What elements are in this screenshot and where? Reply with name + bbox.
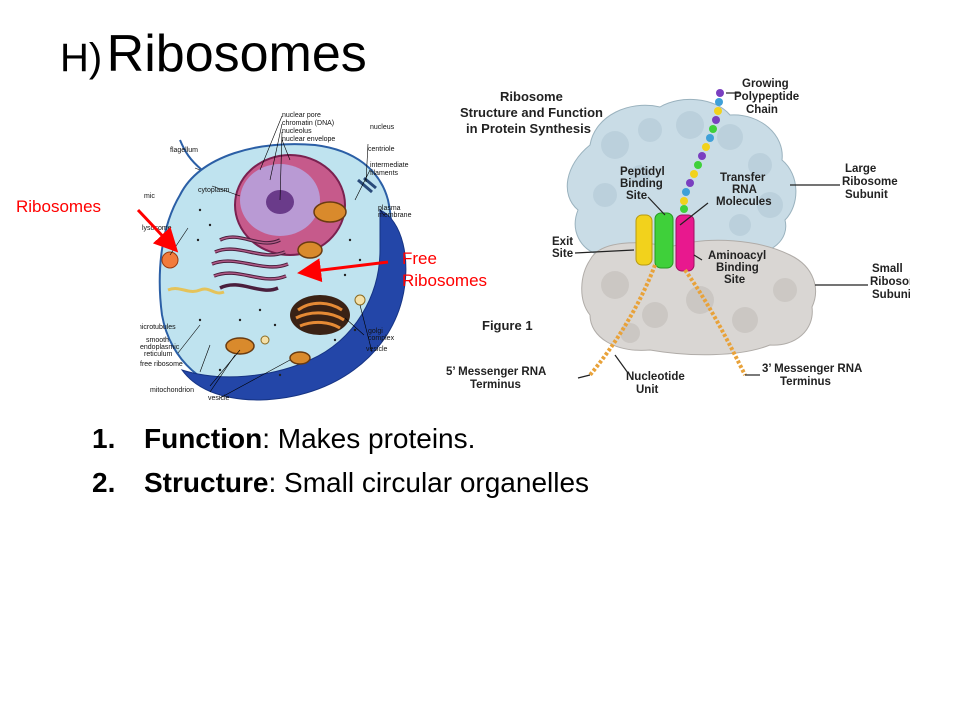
label-centriole: centriole	[368, 146, 395, 153]
label-five-1: 5’ Messenger RNA	[446, 366, 546, 378]
free-ribosome-dots	[196, 208, 362, 377]
label-peptidyl-1: Peptidyl	[620, 166, 665, 178]
label-free-ribosome: free ribosome	[140, 361, 183, 368]
ribosome-leader-lines	[574, 92, 868, 379]
title-main: Ribosomes	[106, 25, 367, 83]
ribosome-illustration: Ribosome Structure and Function in Prote…	[446, 78, 910, 396]
rough-er-fill	[211, 236, 289, 280]
point-structure: 2. Structure: Small circular organelles	[92, 469, 589, 497]
slide-title: H) Ribosomes	[60, 28, 367, 80]
lysosome-shape	[161, 251, 179, 269]
point-number: 2.	[92, 467, 116, 498]
label-nuclear-pore: nuclear pore	[282, 112, 321, 119]
label-nucleus: nucleus	[370, 124, 395, 131]
label-transfer-1: Transfer	[720, 172, 766, 184]
label-nucleo-2: Unit	[636, 384, 659, 396]
label-nuclear-envelope: nuclear envelope	[282, 136, 335, 143]
label-large-3: Subunit	[845, 189, 888, 201]
small-subunit-texture	[601, 271, 797, 343]
label-nucleolus: nucleolus	[282, 128, 312, 135]
label-amino-3: Site	[724, 274, 745, 286]
ribosome-diagram: Ribosome Structure and Function in Prote…	[440, 75, 910, 420]
label-peptidyl-3: Site	[626, 190, 647, 202]
label-plasma: plasma	[378, 205, 401, 212]
label-figure: Figure 1	[482, 318, 533, 333]
free-ribosomes-callout-line2: Ribosomes	[402, 271, 488, 291]
label-vesicle-bottom: vesicle	[208, 395, 230, 402]
label-filaments: filaments	[370, 170, 399, 177]
smooth-er-shape	[167, 287, 225, 295]
label-vesicle-right: vesicle	[366, 346, 388, 353]
key-points-list: 1. Function: Makes proteins. 2. Structure:…	[92, 425, 589, 513]
label-cytoplasm: cytoplasm	[198, 187, 230, 194]
ribosome-heading-3: in Protein Synthesis	[466, 121, 591, 136]
title-prefix: H)	[60, 36, 103, 80]
label-small-3: Subunit	[872, 289, 910, 301]
flagellum-shape	[179, 139, 203, 171]
label-mitochondrion: mitochondrion	[150, 387, 194, 394]
label-transfer-3: Molecules	[716, 196, 772, 208]
ribosome-heading-2: Structure and Function	[460, 105, 603, 120]
label-endoplasmic: endoplasmic	[140, 344, 180, 351]
free-ribosomes-callout-line1: Free	[402, 249, 437, 268]
label-membrane: membrane	[378, 212, 412, 219]
point-text: : Makes proteins.	[262, 423, 476, 454]
label-peptidyl-2: Binding	[620, 178, 663, 190]
point-term: Structure	[144, 467, 269, 498]
label-reticulum: reticulum	[144, 351, 173, 358]
point-text: : Small circular organelles	[268, 467, 590, 498]
label-exit-1: Exit	[552, 236, 573, 248]
label-chromatin: chromatin (DNA)	[282, 120, 334, 127]
label-small-2: Ribosome	[870, 276, 910, 288]
point-function: 1. Function: Makes proteins.	[92, 425, 589, 453]
nucleolus-shape	[266, 190, 294, 214]
point-term: Function	[144, 423, 263, 454]
label-five-2: Terminus	[470, 379, 521, 391]
label-amino-2: Binding	[716, 262, 759, 274]
label-intermediate: intermediate	[370, 162, 409, 169]
label-microtubules: microtubules	[140, 324, 176, 331]
label-mic: mic	[144, 193, 155, 200]
large-subunit-texture	[593, 111, 783, 236]
label-leader-lines	[169, 115, 385, 399]
animal-cell-diagram: nuclear pore chromatin (DNA) nucleolus n…	[140, 100, 440, 410]
vesicle-shape-2	[260, 335, 270, 345]
trna-molecules	[635, 212, 695, 272]
label-growing-3: Chain	[746, 104, 778, 116]
golgi-shape	[290, 295, 350, 335]
point-number: 1.	[92, 423, 116, 454]
label-amino-1: Aminoacyl	[708, 250, 766, 262]
label-nucleo-1: Nucleotide	[626, 371, 685, 383]
label-smooth: smooth	[146, 337, 169, 344]
label-small-1: Small	[872, 263, 903, 275]
label-transfer-2: RNA	[732, 184, 757, 196]
ribosome-heading-1: Ribosome	[500, 89, 563, 104]
label-exit-2: Site	[552, 248, 573, 260]
label-growing-1: Growing	[742, 78, 789, 90]
vesicle-shape	[354, 294, 366, 306]
label-large-1: Large	[845, 163, 876, 175]
ribosomes-callout: Ribosomes	[16, 197, 102, 216]
cell-membrane-cut	[180, 209, 407, 401]
mrna-strand	[588, 264, 747, 377]
animal-cell-illustration: nuclear pore chromatin (DNA) nucleolus n…	[140, 112, 412, 402]
free-ribosomes-callout: Free Ribosomes	[402, 248, 487, 292]
label-large-2: Ribosome	[842, 176, 898, 188]
label-three-2: Terminus	[780, 376, 831, 388]
mitochondria	[225, 201, 347, 365]
polypeptide-chain	[680, 89, 724, 213]
label-golgi: golgi	[368, 328, 383, 335]
label-lysosome: lysosome	[142, 225, 172, 232]
label-complex: complex	[368, 335, 395, 342]
label-three-1: 3’ Messenger RNA	[762, 363, 862, 375]
label-growing-2: Polypeptide	[734, 91, 799, 103]
label-flagellum: flagellum	[170, 147, 198, 154]
